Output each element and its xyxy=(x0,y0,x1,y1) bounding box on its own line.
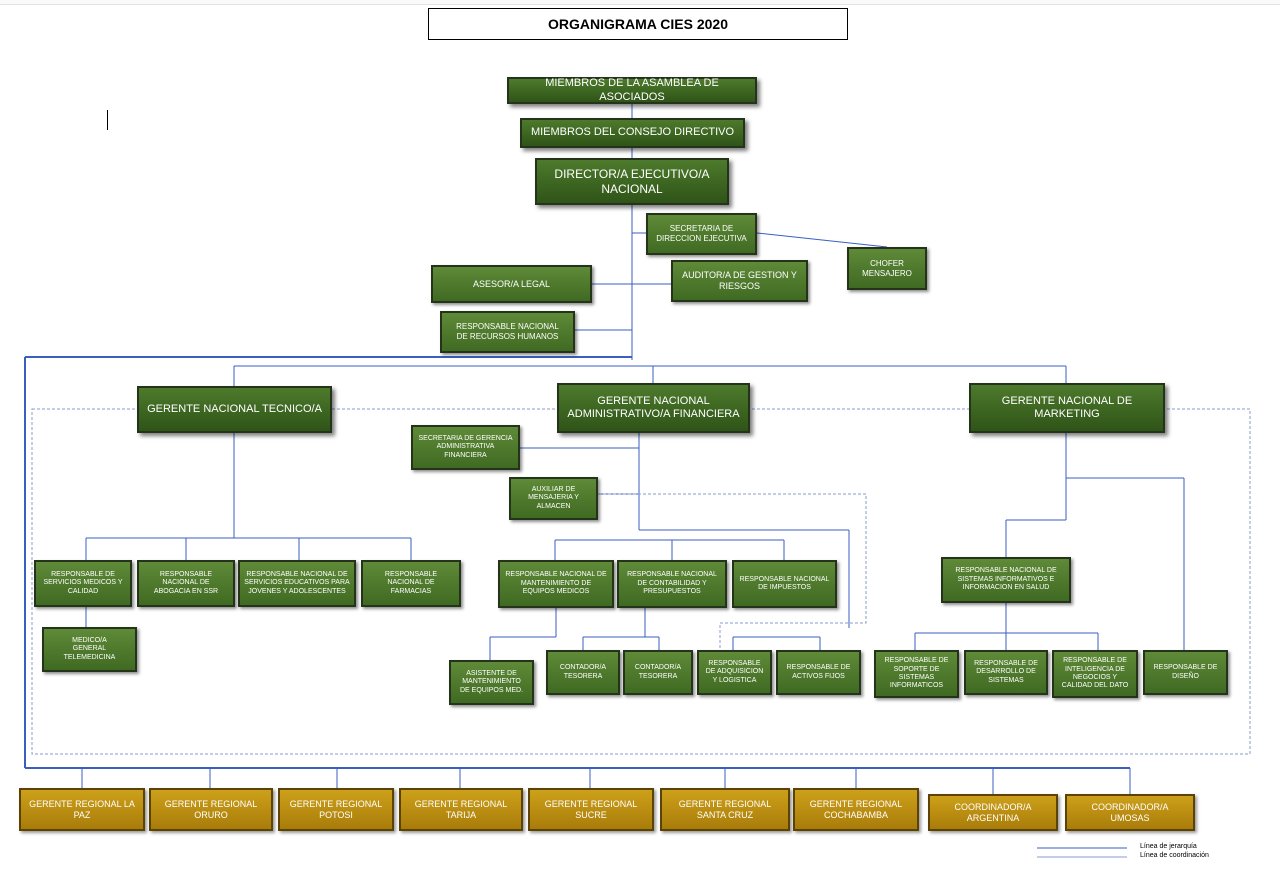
box-chofer: CHOFER MENSAJERO xyxy=(847,247,927,290)
box-regional-tarija: GERENTE REGIONAL TARIJA xyxy=(399,788,523,831)
toolbar-strip xyxy=(0,0,1280,5)
box-coordinador-umosas: COORDINADOR/A UMOSAS xyxy=(1065,794,1195,831)
box-regional-oruro: GERENTE REGIONAL ORURO xyxy=(149,788,273,831)
box-activos-fijos: RESPONSABLE DE ACTIVOS FIJOS xyxy=(776,650,861,695)
box-contabilidad: RESPONSABLE NACIONAL DE CONTABILIDAD Y P… xyxy=(617,560,727,608)
box-director: DIRECTOR/A EJECUTIVO/A NACIONAL xyxy=(535,158,729,205)
box-gerente-tecnico: GERENTE NACIONAL TECNICO/A xyxy=(137,386,332,433)
box-secretaria-direccion: SECRETARIA DE DIRECCION EJECUTIVA xyxy=(646,213,757,255)
box-inteligencia-negocios: RESPONSABLE DE INTELIGENCIA DE NEGOCIOS … xyxy=(1052,650,1138,698)
box-asamblea: MIEMBROS DE LA ASAMBLEA DE ASOCIADOS xyxy=(507,77,757,104)
box-gerente-marketing: GERENTE NACIONAL DE MARKETING xyxy=(969,383,1165,433)
box-contador-1: CONTADOR/A TESORERA xyxy=(546,650,620,695)
box-auxiliar-mensajeria: AUXILIAR DE MENSAJERIA Y ALMACEN xyxy=(509,477,598,520)
legend-jerarquia: Línea de jerarquía xyxy=(1140,843,1197,850)
box-asistente-mantenimiento: ASISTENTE DE MANTENIMIENTO DE EQUIPOS ME… xyxy=(449,660,534,705)
box-servicios-medicos: RESPONSABLE DE SERVICIOS MEDICOS Y CALID… xyxy=(34,560,132,607)
box-diseno: RESPONSABLE DE DISEÑO xyxy=(1143,650,1228,695)
box-auditor: AUDITOR/A DE GESTION Y RIESGOS xyxy=(671,260,808,302)
box-impuestos: RESPONSABLE NACIONAL DE IMPUESTOS xyxy=(732,560,837,608)
text-cursor xyxy=(107,110,108,130)
box-abogacia: RESPONSABLE NACIONAL DE ABOGACIA EN SSR xyxy=(137,560,235,607)
coordination-lines xyxy=(31,408,1251,755)
box-rrhh: RESPONSABLE NACIONAL DE RECURSOS HUMANOS xyxy=(440,311,575,353)
box-regional-cochabamba: GERENTE REGIONAL COCHABAMBA xyxy=(793,788,919,831)
box-adquisicion: RESPONSABLE DE ADQUISICION Y LOGISTICA xyxy=(697,650,772,695)
box-desarrollo-sistemas: RESPONSABLE DE DESARROLLO DE SISTEMAS xyxy=(964,650,1048,695)
hierarchy-lines xyxy=(24,103,1185,794)
box-soporte-sistemas: RESPONSABLE DE SOPORTE DE SISTEMAS INFOR… xyxy=(874,650,959,698)
box-regional-sucre: GERENTE REGIONAL SUCRE xyxy=(528,788,654,831)
box-mantenimiento: RESPONSABLE NACIONAL DE MANTENIMIENTO DE… xyxy=(498,560,614,608)
box-servicios-educativos: RESPONSABLE NACIONAL DE SERVICIOS EDUCAT… xyxy=(238,560,356,607)
box-contador-2: CONTADOR/A TESORERA xyxy=(623,650,693,695)
legend-coordinacion: Línea de coordinación xyxy=(1140,852,1209,859)
box-gerente-administrativo: GERENTE NACIONAL ADMINISTRATIVO/A FINANC… xyxy=(557,383,750,433)
box-regional-santa-cruz: GERENTE REGIONAL SANTA CRUZ xyxy=(660,788,790,831)
box-farmacias: RESPONSABLE NACIONAL DE FARMACIAS xyxy=(361,560,461,607)
box-coordinador-argentina: COORDINADOR/A ARGENTINA xyxy=(928,794,1058,831)
box-sistemas-informativos: RESPONSABLE NACIONAL DE SISTEMAS INFORMA… xyxy=(941,557,1071,603)
box-medico-telemedicina: MEDICO/A GENERAL TELEMEDICINA xyxy=(42,627,137,672)
box-secretaria-gerencia: SECRETARIA DE GERENCIA ADMINISTRATIVA FI… xyxy=(411,425,520,470)
box-regional-la-paz: GERENTE REGIONAL LA PAZ xyxy=(19,788,145,831)
box-asesor-legal: ASESOR/A LEGAL xyxy=(431,265,592,303)
box-consejo: MIEMBROS DEL CONSEJO DIRECTIVO xyxy=(520,118,745,148)
page-title: ORGANIGRAMA CIES 2020 xyxy=(428,8,848,40)
box-regional-potosi: GERENTE REGIONAL POTOSI xyxy=(278,788,394,831)
legend-lines xyxy=(1037,847,1127,858)
